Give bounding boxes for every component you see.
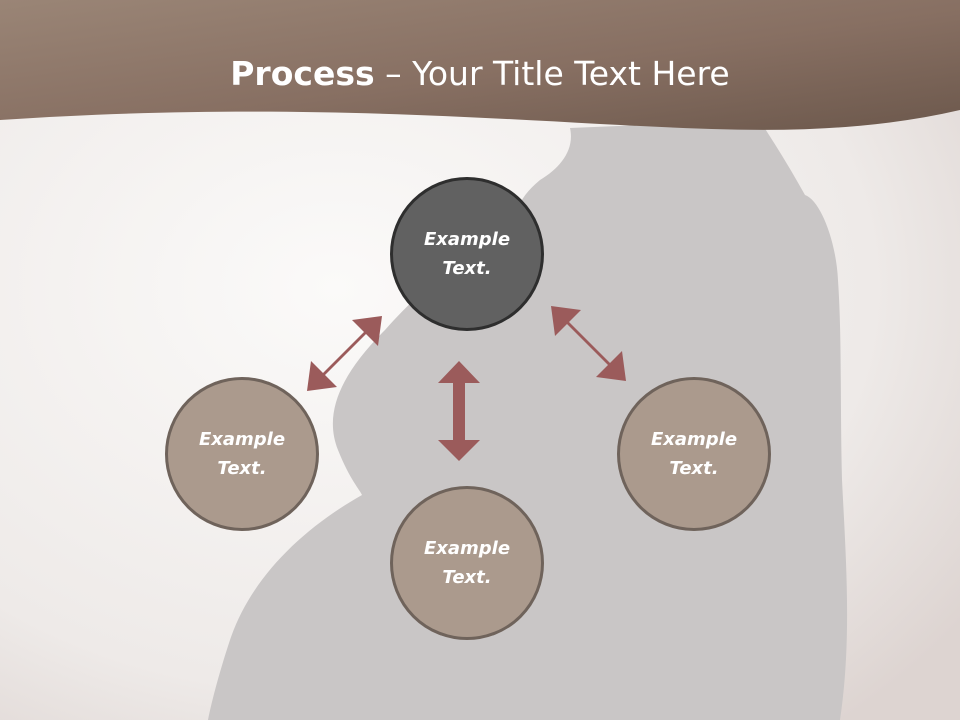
title-bold: Process — [230, 54, 375, 93]
node-bottom-line2: Text. — [442, 567, 492, 588]
process-node-bottom[interactable]: Example Text. — [390, 486, 544, 640]
header-band — [0, 0, 960, 130]
silhouette-figure — [208, 120, 848, 720]
node-right-line1: Example — [650, 429, 738, 450]
process-node-right[interactable]: Example Text. — [617, 377, 771, 531]
node-top-line2: Text. — [442, 258, 492, 279]
process-node-left[interactable]: Example Text. — [165, 377, 319, 531]
double-arrow-left — [307, 316, 382, 391]
title-rest: – Your Title Text Here — [374, 54, 730, 93]
node-left-line1: Example — [198, 429, 286, 450]
process-node-top[interactable]: Example Text. — [390, 177, 544, 331]
node-left-line2: Text. — [217, 458, 267, 479]
node-bottom-line1: Example — [423, 538, 511, 559]
node-top-line1: Example — [423, 229, 511, 250]
double-arrow-right — [551, 306, 626, 381]
slide-title: Process – Your Title Text Here — [0, 52, 960, 96]
double-arrow-vertical — [438, 361, 480, 461]
node-right-line2: Text. — [669, 458, 719, 479]
